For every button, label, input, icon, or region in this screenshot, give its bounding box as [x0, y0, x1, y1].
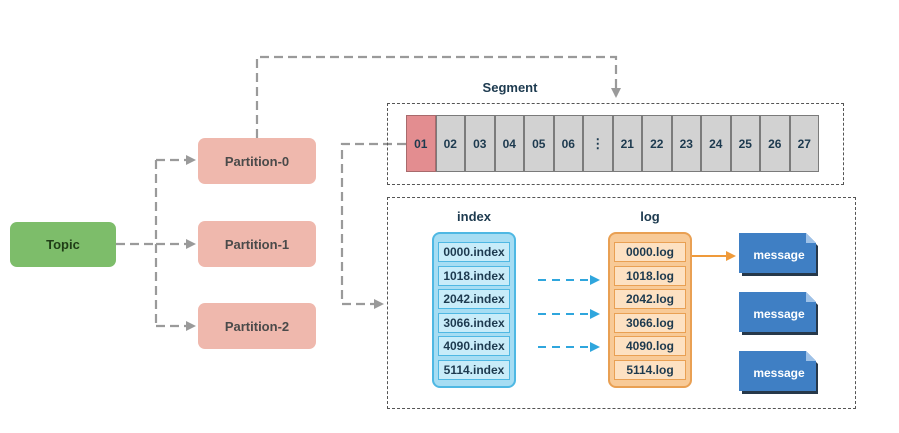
message-document-icon: message [738, 350, 820, 396]
partition-2-node: Partition-2 [198, 303, 316, 349]
segment-cell: 22 [642, 115, 672, 172]
segment-row: 01 02 03 04 05 06 ⋮ 21 22 23 24 25 26 27 [406, 115, 819, 172]
index-entry: 4090.index [438, 336, 510, 357]
message-document-icon: message [738, 291, 820, 337]
segment-cell: 23 [671, 115, 701, 172]
index-entry: 5114.index [438, 359, 510, 380]
segment-title: Segment [482, 80, 538, 95]
message-label: message [753, 366, 805, 380]
segment-ellipsis: ⋮ [583, 115, 613, 172]
segment-to-files-connector [340, 142, 406, 309]
message-label: message [753, 307, 805, 321]
index-entry: 3066.index [438, 312, 510, 333]
segment-cell: 26 [760, 115, 790, 172]
index-entry: 1018.index [438, 265, 510, 286]
segment-frame [387, 103, 844, 185]
segment-cell: 27 [789, 115, 819, 172]
index-title: index [457, 209, 491, 224]
segment-cell: 24 [701, 115, 731, 172]
log-entry: 3066.log [614, 312, 686, 333]
topic-to-partitions-connector [116, 155, 196, 331]
segment-files-frame [387, 197, 856, 409]
partition-0-node: Partition-0 [198, 138, 316, 184]
partition-1-node: Partition-1 [198, 221, 316, 267]
log-entry: 2042.log [614, 289, 686, 310]
log-entry: 1018.log [614, 265, 686, 286]
segment-cell: 05 [524, 115, 554, 172]
log-title: log [640, 209, 660, 224]
message-document-icon: message [738, 232, 820, 278]
index-to-log-arrows [538, 275, 600, 352]
segment-cell: 25 [730, 115, 760, 172]
segment-cell: 02 [435, 115, 465, 172]
log-entry: 0000.log [614, 242, 686, 262]
topic-node: Topic [10, 222, 116, 267]
segment-cell: 06 [553, 115, 583, 172]
log-entry: 4090.log [614, 336, 686, 357]
index-file-list: 0000.index 1018.index 2042.index 3066.in… [432, 232, 516, 388]
index-entry: 2042.index [438, 289, 510, 310]
segment-cell: 21 [612, 115, 642, 172]
log-entry: 5114.log [614, 359, 686, 380]
segment-cell: 03 [465, 115, 495, 172]
segment-cell: 04 [494, 115, 524, 172]
index-entry: 0000.index [438, 242, 510, 262]
message-label: message [753, 248, 805, 262]
partition-to-segment-connector [255, 55, 621, 138]
segment-cell: 01 [406, 115, 436, 172]
log-file-list: 0000.log 1018.log 2042.log 3066.log 4090… [608, 232, 692, 388]
